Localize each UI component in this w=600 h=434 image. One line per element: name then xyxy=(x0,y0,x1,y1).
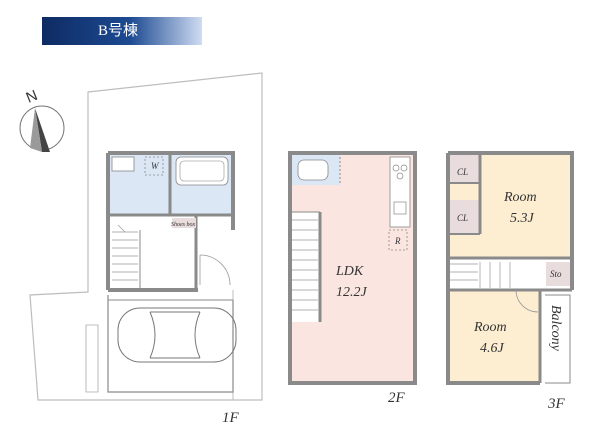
floor-3f-label: 3F xyxy=(547,396,566,412)
floor-3f: CL CL Room 5.3J Sto Room 4.6J Balcony 3F xyxy=(446,151,574,412)
shoes-box xyxy=(172,218,196,228)
kitchen-counter xyxy=(389,156,411,228)
stairs-3f xyxy=(450,262,511,288)
toilet-icon xyxy=(297,159,329,181)
stove-icon xyxy=(392,164,400,172)
room2-size: 4.6J xyxy=(480,341,505,356)
kitchen-sink-icon xyxy=(393,201,407,215)
balcony-label: Balcony xyxy=(548,305,563,352)
entrance-door xyxy=(199,254,231,286)
building-title: B号棟 xyxy=(98,23,139,39)
fridge-space xyxy=(388,229,408,251)
shoes-box-label: Shoes box xyxy=(171,222,195,228)
compass-icon: N xyxy=(19,87,65,152)
closet1 xyxy=(448,153,480,183)
storage-label: Sto xyxy=(550,269,562,279)
stairs-1f xyxy=(112,224,138,281)
site-boundary xyxy=(29,72,263,401)
fridge-label: R xyxy=(394,236,401,246)
closet1-label: CL xyxy=(457,167,468,177)
storage xyxy=(546,262,572,286)
building-title-badge: B号棟 xyxy=(42,17,202,45)
closet2-label: CL xyxy=(457,213,468,223)
washer-label: W xyxy=(151,161,160,171)
room1-size: 5.3J xyxy=(510,211,535,226)
floor-2f: R LDK 12.2J 2F xyxy=(288,151,417,406)
room2-door xyxy=(515,289,539,313)
room2-floor xyxy=(448,290,540,383)
bathtub-icon xyxy=(175,156,229,186)
washer-icon xyxy=(144,156,164,176)
ldk-label: LDK xyxy=(335,264,364,279)
room1-label: Room xyxy=(503,190,537,205)
closet2 xyxy=(448,200,480,234)
stairs-2f xyxy=(292,219,318,311)
compass-letter: N xyxy=(24,87,40,107)
floor-1f: W Shoes box 1F xyxy=(85,151,240,426)
sink-icon xyxy=(111,156,135,172)
floor-1f-label: 1F xyxy=(222,410,240,426)
ldk-size: 12.2J xyxy=(336,285,368,300)
car-icon xyxy=(117,307,237,363)
room2-label: Room xyxy=(473,320,507,335)
floor-2f-label: 2F xyxy=(388,390,406,406)
